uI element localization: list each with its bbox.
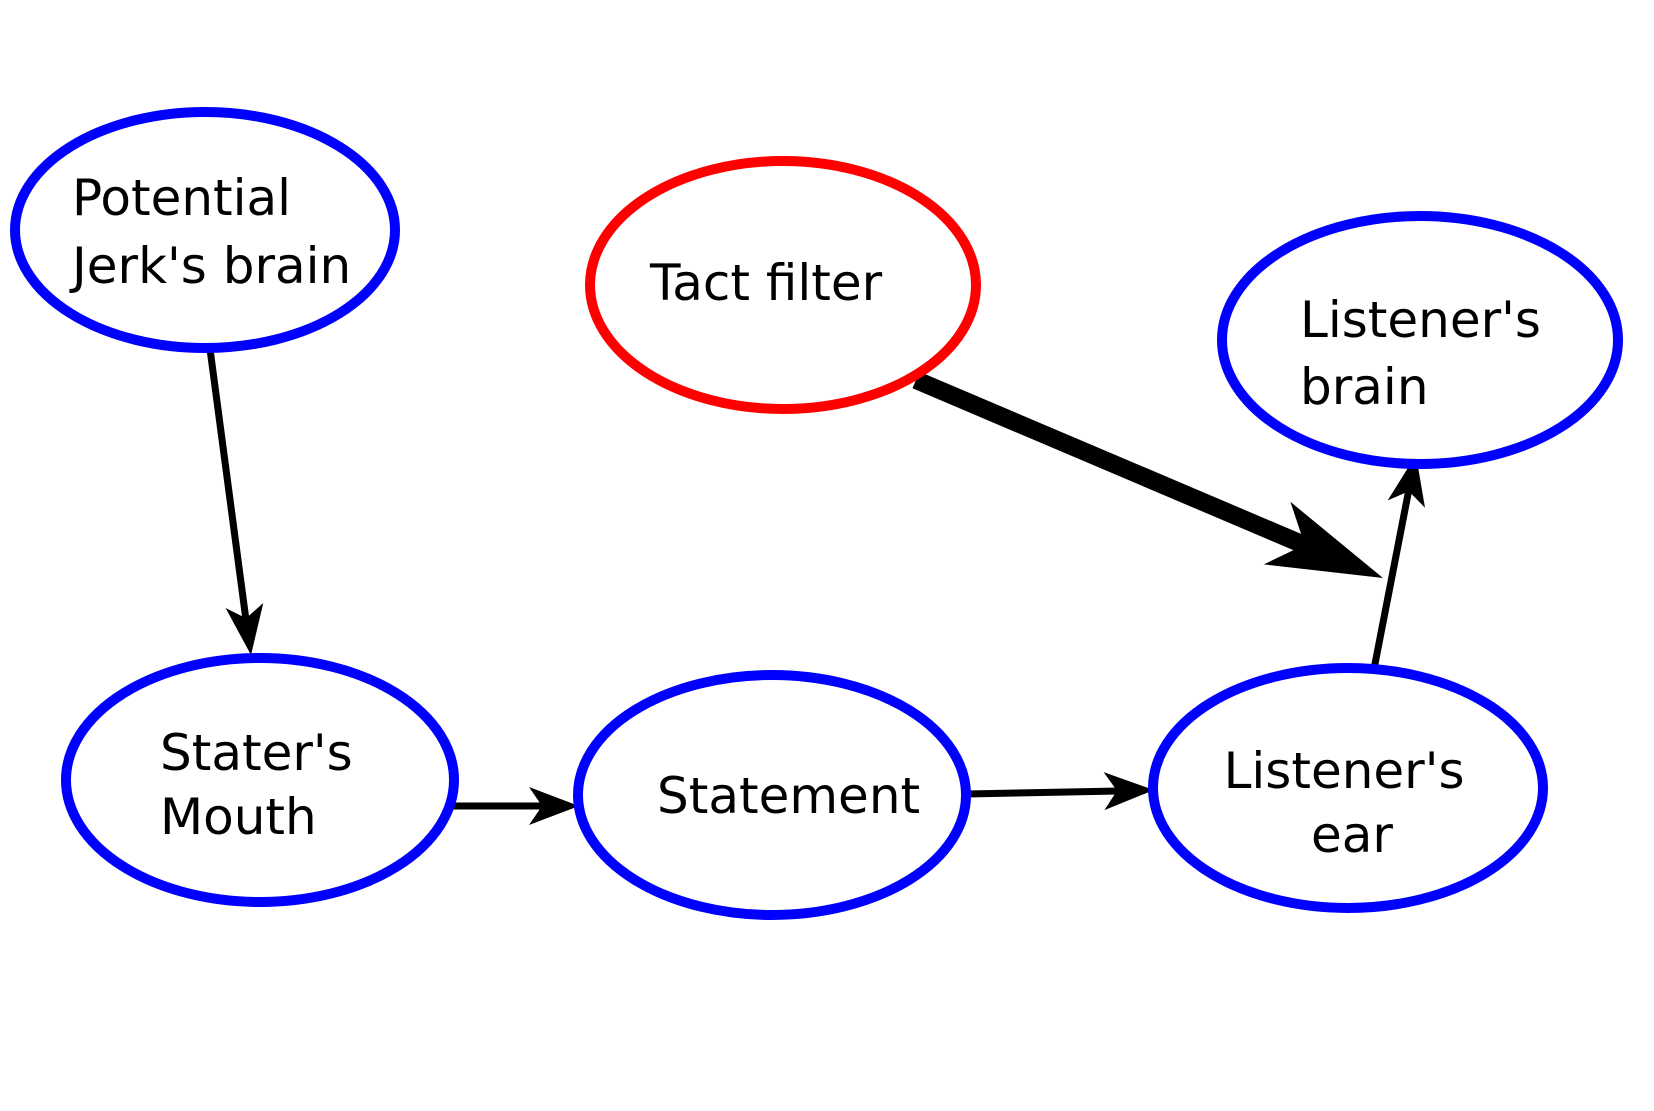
statement-label: Statement [657,767,920,825]
staters-mouth-ellipse [61,653,459,907]
label-line: Mouth [160,788,317,846]
arrowhead-large-icon [1263,501,1383,578]
edge-line [206,348,250,621]
listeners-brain-label: Listener's brain [1300,291,1557,416]
node-listeners-ear: Listener's ear [1148,663,1548,913]
edge-staters-mouth-to-statement [452,787,579,825]
tact-filter-ellipse [585,156,981,414]
edge-statement-to-listeners-ear [966,772,1154,811]
node-staters-mouth: Stater's Mouth [61,653,459,907]
label-line: Stater's [160,724,353,782]
node-listeners-brain: Listener's brain [1217,211,1623,469]
statement-ellipse [573,670,971,920]
label-line: Listener's [1300,291,1541,349]
edge-listeners-ear-to-listeners-brain [1370,455,1425,670]
edge-line [1370,488,1413,670]
potential-jerks-brain-ellipse [10,107,400,353]
arrowhead-right-icon [529,787,579,825]
edge-tact-filter-to-ear-brain-connection [912,371,1383,578]
tact-filter-label: Tact filter [649,254,883,312]
listeners-ear-ellipse [1148,663,1548,913]
edge-line [966,787,1120,798]
arrowhead-right-icon [1103,772,1154,811]
node-statement: Statement [573,670,971,920]
staters-mouth-label: Stater's Mouth [160,724,369,846]
label-line: Statement [657,767,920,825]
label-line: Listener's [1224,742,1465,800]
listeners-brain-ellipse [1217,211,1623,469]
label-line: Tact filter [649,254,883,312]
label-line: Jerk's brain [69,237,351,295]
node-potential-jerks-brain: Potential Jerk's brain [10,107,400,353]
label-line: Potential [72,169,291,227]
edge-jerks-brain-to-staters-mouth [206,348,264,655]
arrowhead-down-icon [225,603,264,655]
node-tact-filter: Tact filter [585,156,981,414]
label-line: ear [1311,806,1393,864]
potential-jerks-brain-label: Potential Jerk's brain [69,169,351,295]
label-line: brain [1300,358,1429,416]
edge-line-thick [912,371,1313,556]
listeners-ear-label: Listener's ear [1224,742,1481,864]
